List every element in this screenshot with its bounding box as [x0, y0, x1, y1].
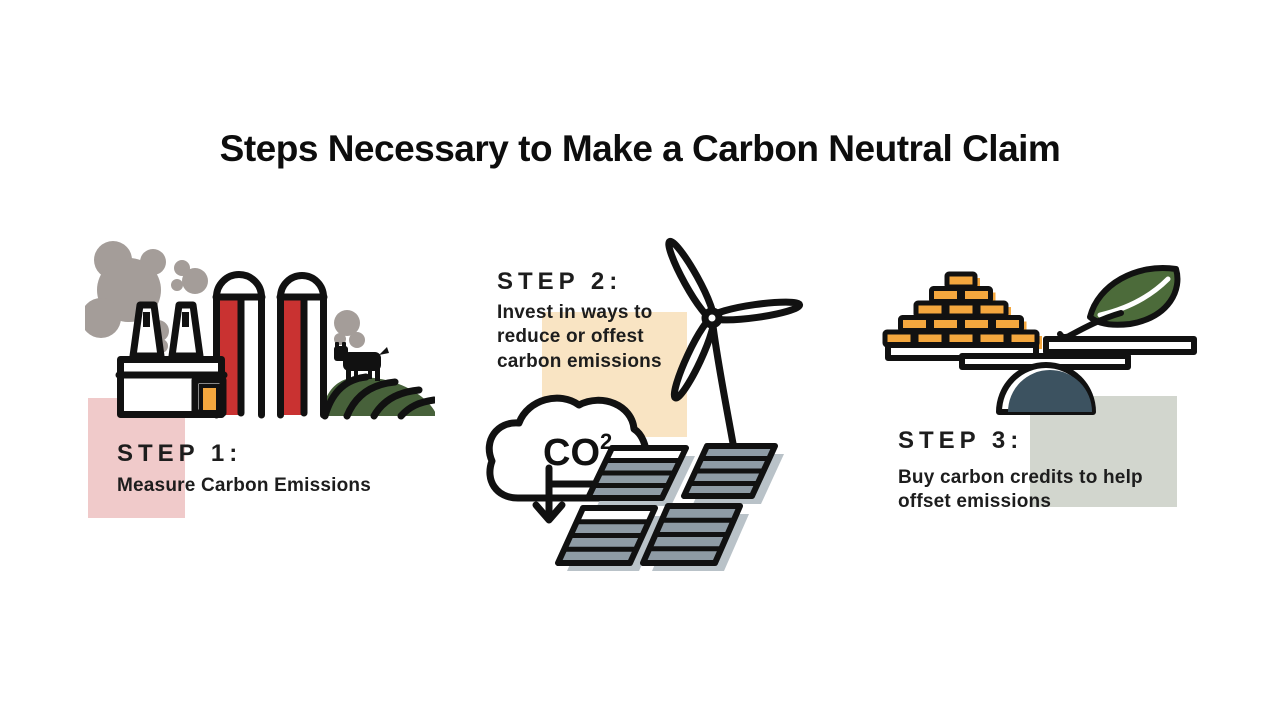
page-title: Steps Necessary to Make a Carbon Neutral… [219, 128, 1061, 169]
step-3-label: STEP 3: [898, 427, 1024, 454]
factory-farm-emissions-icon [85, 241, 435, 420]
gold-bars-pyramid-icon [882, 271, 1042, 349]
balance-scale-icon [885, 336, 1197, 415]
step-2-description: Invest in ways to reduce or offest carbo… [497, 302, 662, 372]
balance-gold-leaf-icon [882, 265, 1197, 415]
step-1-description: Measure Carbon Emissions [117, 475, 371, 496]
factory-building-icon [115, 301, 228, 418]
step-2-label: STEP 2: [497, 268, 623, 295]
silo-icon [212, 271, 266, 419]
step-3-description: Buy carbon credits to help offset emissi… [898, 467, 1143, 513]
cow-icon [334, 342, 389, 381]
leaf-icon [1057, 265, 1181, 341]
step-1-label: STEP 1: [117, 440, 243, 467]
silo-icon [276, 272, 328, 419]
wind-turbine-solar-co2-icon: CO2 [485, 237, 804, 571]
solar-panels-icon [555, 443, 784, 571]
wind-turbine-icon [665, 237, 804, 453]
crop-field-icon [321, 373, 435, 420]
